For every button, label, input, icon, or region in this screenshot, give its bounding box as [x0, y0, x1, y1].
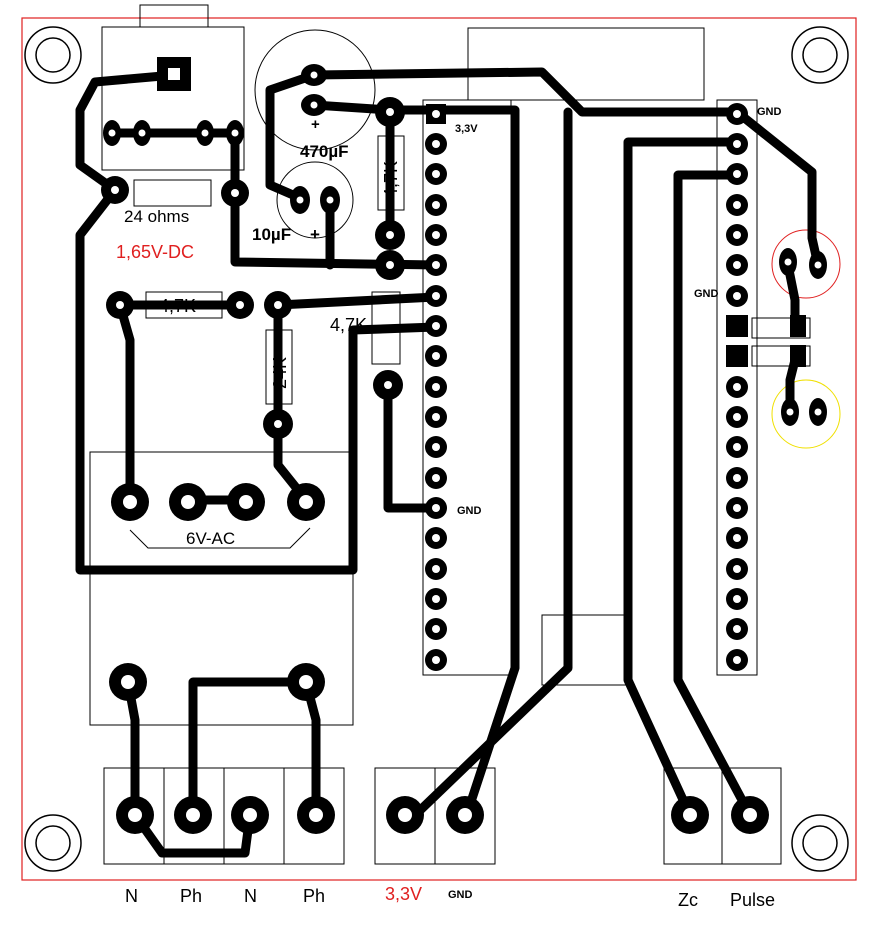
led-red-outline: [771, 229, 841, 299]
terminal-label-ph1: Ph: [180, 886, 202, 906]
cap-470-label: 470µF: [300, 142, 349, 161]
mounting-hole-bottom-right: [791, 814, 849, 872]
module-header-outline: [467, 27, 705, 101]
board-outline: [21, 17, 857, 881]
led-yellow-outline: [771, 379, 841, 449]
pad-drills: [108, 68, 822, 822]
sensor-body-top: [751, 317, 811, 339]
resistor-4k7-vertical-label: 4,7K: [381, 161, 401, 198]
cap-470-outline: [254, 29, 376, 151]
pin-gnd-left-label: GND: [457, 505, 482, 517]
cap-10-outline: [276, 161, 354, 239]
pin-gnd-right-label: GND: [694, 288, 719, 300]
right-header-outline: [716, 99, 758, 676]
terminal-label-33v: 3,3V: [385, 884, 422, 904]
resistor-24k-label: 24K: [270, 357, 290, 389]
terminal-label-n2: N: [244, 886, 257, 906]
mounting-hole-top-left: [24, 26, 82, 84]
cap-10-plus: +: [310, 225, 320, 244]
vac-label: 6V-AC: [186, 529, 235, 548]
pin-gnd-right-top-label: GND: [757, 106, 782, 118]
terminal-label-zc: Zc: [678, 890, 698, 910]
resistor-24ohm-body: [133, 179, 212, 207]
header-pins-right: [726, 103, 748, 671]
cap-10-label: 10µF: [252, 225, 291, 244]
header-pins-left: [425, 104, 447, 671]
vdc-label: 1,65V-DC: [116, 242, 194, 262]
terminal-label-n1: N: [125, 886, 138, 906]
terminal-label-pulse: Pulse: [730, 890, 775, 910]
power-jack-outline: [101, 26, 245, 171]
jack-outline: [139, 4, 209, 28]
copper-traces: [75, 67, 823, 858]
sensor-body-bottom: [751, 345, 811, 367]
pin-33v-label: 3,3V: [455, 123, 478, 135]
resistor-4k7-lower-label: 4,7K: [330, 315, 367, 335]
resistor-4k7-horizontal-label: 4,7K: [159, 296, 196, 316]
cap-470-plus: +: [311, 116, 320, 133]
transformer-marker: [129, 527, 311, 549]
terminal-label-ph2: Ph: [303, 886, 325, 906]
resistor-24ohm-label: 24 ohms: [124, 207, 189, 226]
mounting-hole-bottom-left: [24, 814, 82, 872]
mounting-hole-top-right: [791, 26, 849, 84]
terminal-label-gnd: GND: [448, 889, 473, 901]
